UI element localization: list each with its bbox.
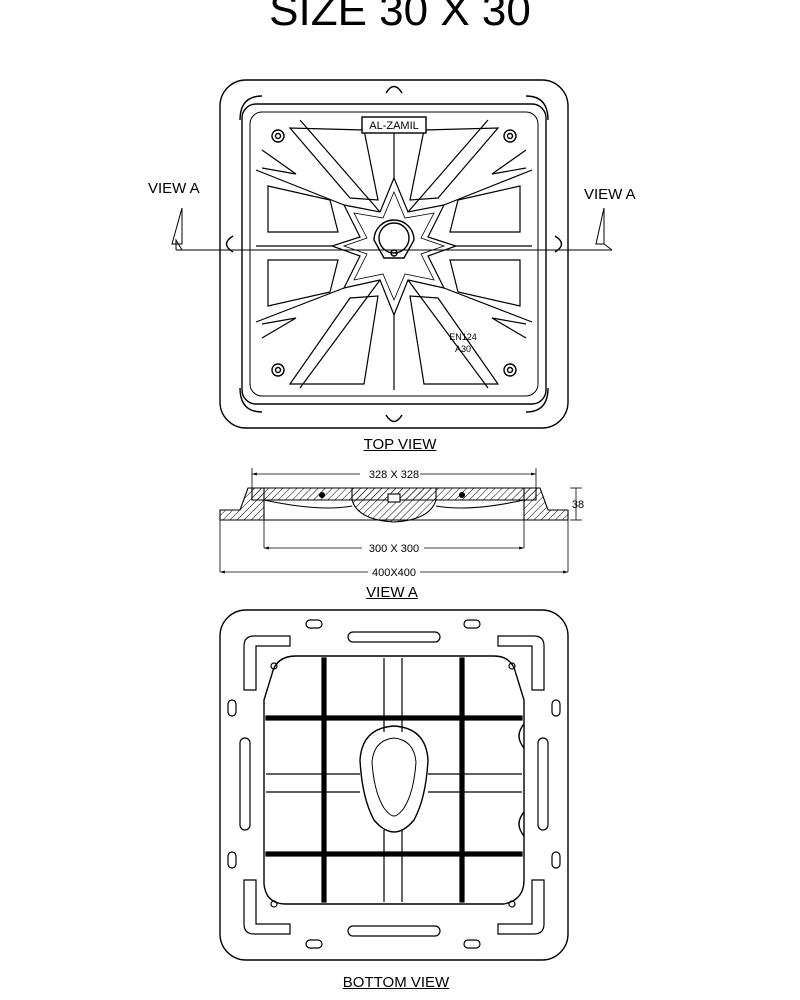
dim-overall-text: 400X400 xyxy=(372,567,416,579)
cover-outline xyxy=(241,103,547,405)
section-view xyxy=(219,468,569,572)
frame-lug-left xyxy=(225,235,234,253)
standard-text: EN124 xyxy=(449,332,477,342)
star-pattern xyxy=(255,118,533,390)
section-label-left: VIEW A xyxy=(148,180,200,197)
frame-lug-right xyxy=(554,235,563,253)
view-a-caption: VIEW A xyxy=(366,584,418,601)
cover-inner-outline xyxy=(249,111,539,397)
dim-top-text: 328 X 328 xyxy=(369,469,419,481)
frame-corner-bl xyxy=(239,387,263,413)
section-label-right: VIEW A xyxy=(584,186,636,203)
key-slot xyxy=(387,493,401,503)
cover-underside xyxy=(263,655,525,905)
dimension-lines xyxy=(220,472,582,574)
bottom-view xyxy=(219,609,569,961)
frame-lug-bottom xyxy=(385,414,403,423)
frame-lug-top xyxy=(385,85,403,94)
top-view xyxy=(219,79,569,429)
section-arrow-right xyxy=(595,207,605,245)
top-frame-outer xyxy=(219,79,569,429)
section-line xyxy=(171,207,613,251)
section-arrow-left xyxy=(171,207,183,245)
bottom-view-caption: BOTTOM VIEW xyxy=(342,974,450,991)
center-boss-underside xyxy=(359,725,429,833)
bottom-frame-outer xyxy=(219,609,569,961)
frame-corner-tl xyxy=(239,95,263,121)
cover-bolts xyxy=(271,129,517,377)
brand-plate xyxy=(361,116,427,134)
frame-slots xyxy=(227,619,561,949)
lifting-keyhole xyxy=(373,219,415,259)
dim-depth-text: 38 xyxy=(572,499,584,511)
load-class-text: A30 xyxy=(455,344,471,354)
rib-grid xyxy=(265,657,523,903)
frame-corner-br xyxy=(525,387,549,413)
top-view-caption: TOP VIEW xyxy=(363,436,437,453)
frame-corner-tr xyxy=(525,95,549,121)
center-boss-section xyxy=(351,487,437,523)
brand-text: AL-ZAMIL xyxy=(369,120,419,132)
page-title: SIZE 30 X 30 xyxy=(269,0,531,35)
dim-inner-text: 300 X 300 xyxy=(369,543,419,555)
